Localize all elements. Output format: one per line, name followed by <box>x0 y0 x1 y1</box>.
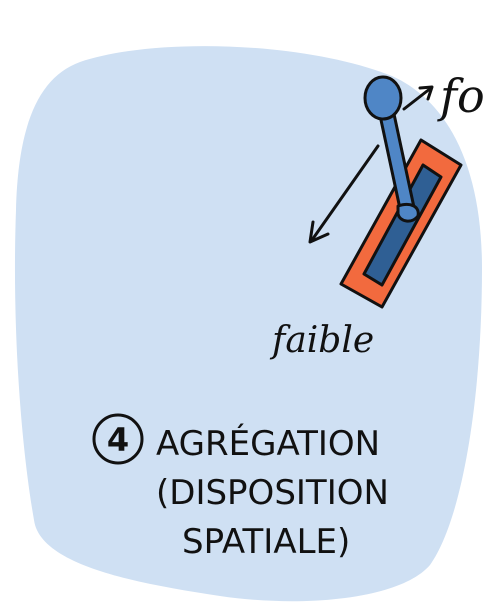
background-blob <box>14 46 482 602</box>
title-line-3: SPATIALE) <box>182 522 350 562</box>
arrow-to-weak-icon <box>308 144 380 244</box>
arrow-to-strong-icon <box>402 85 434 111</box>
lever-stick-icon <box>363 75 420 223</box>
step-number: 4 <box>107 421 129 459</box>
weak-label: faible <box>269 320 374 361</box>
title-line-1: AGRÉGATION <box>156 423 380 464</box>
step-number-badge: 4 <box>92 413 144 465</box>
title-line-2: (DISPOSITION <box>156 473 389 513</box>
strong-label: fo <box>437 69 485 123</box>
lever-slot-icon <box>339 138 463 309</box>
